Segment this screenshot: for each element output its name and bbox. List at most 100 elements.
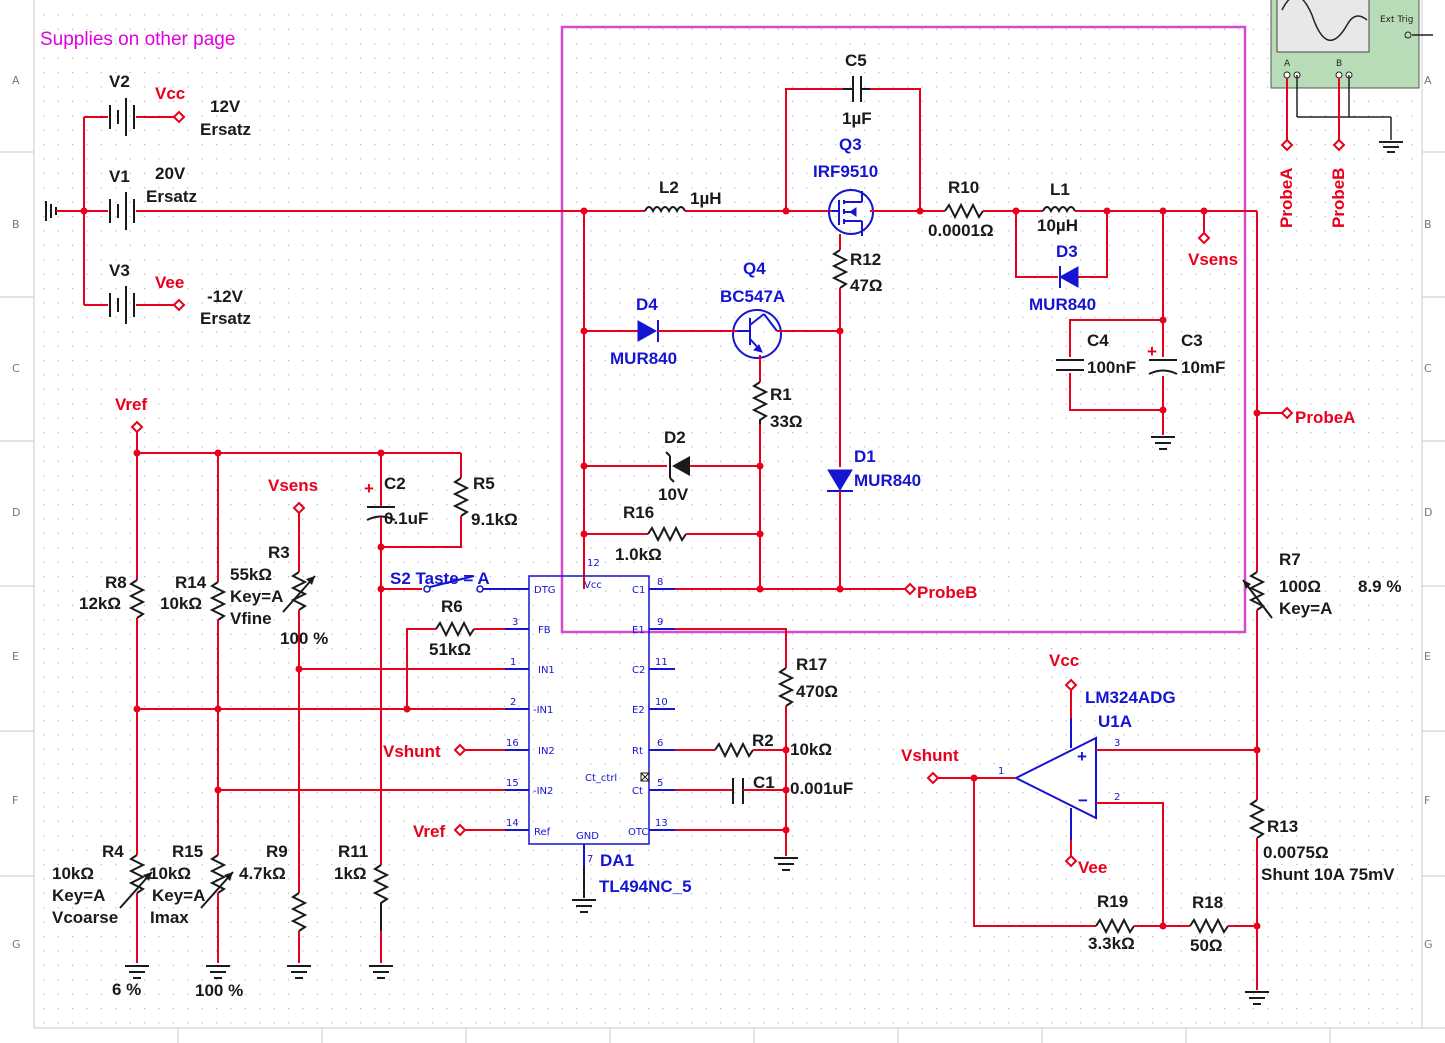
power-stage: L2 1µH C5 1µF Q3 IRF9510 R10 [580, 51, 1257, 602]
c3-value: 10mF [1181, 358, 1225, 377]
r6-ref: R6 [441, 597, 463, 616]
row-label-b: B [12, 218, 20, 231]
resistor-r2-icon [714, 741, 754, 759]
pin-vcc: Vcc [584, 580, 602, 591]
r4-key: Key=A [52, 886, 105, 905]
pin-e1: E1 [632, 625, 645, 636]
row-label-d-right: D [1424, 506, 1432, 519]
r10-ref: R10 [948, 178, 979, 197]
resistor-r10-icon [944, 202, 984, 220]
r12-ref: R12 [850, 250, 881, 269]
row-labels: A B C D E F G A B C D E F G [12, 74, 1433, 951]
pin-ct: Ct [632, 786, 643, 797]
row-label-e-right: E [1424, 650, 1431, 663]
pin-gnd: GND [576, 831, 599, 842]
r15-value: 10kΩ [149, 864, 191, 883]
potentiometer-r4-icon [128, 854, 146, 894]
resistor-r13-icon [1248, 799, 1266, 839]
v3-ref: V3 [109, 261, 130, 280]
v3-value: -12V [207, 287, 244, 306]
pin-nin2: -IN2 [533, 786, 553, 797]
power-stage-box[interactable] [560, 25, 1247, 634]
v1-value: 20V [155, 164, 186, 183]
u1a-model: LM324ADG [1085, 688, 1176, 707]
svg-text:5: 5 [657, 778, 663, 789]
vshunt-net-label-input: Vshunt [383, 742, 441, 761]
svg-text:14: 14 [506, 818, 519, 829]
scope-ext-trig: Ext Trig [1380, 15, 1414, 25]
pin-e2: E2 [632, 705, 645, 716]
svg-text:1: 1 [510, 657, 516, 668]
svg-text:+: + [1077, 747, 1087, 766]
d2-ref: D2 [664, 428, 686, 447]
svg-text:8: 8 [657, 577, 663, 588]
vshunt-net-label-output: Vshunt [901, 746, 959, 765]
svg-text:9: 9 [657, 617, 663, 628]
tl494-ic: 12 DTG Vcc C1 FB E1 IN1 C2 -IN1 E2 IN2 R… [505, 558, 692, 913]
r11-ref: R11 [338, 842, 368, 861]
ground-r9-icon [287, 965, 311, 979]
r18-value: 50Ω [1190, 936, 1223, 955]
row-label-f: F [12, 794, 18, 807]
svg-text:16: 16 [506, 738, 519, 749]
r7-value: 100Ω [1279, 577, 1321, 596]
l1-ref: L1 [1050, 180, 1070, 199]
pin-in2: IN2 [538, 746, 555, 757]
pin-fb: FB [538, 625, 551, 636]
resistor-r14-icon [209, 581, 227, 621]
r10-value: 0.0001Ω [928, 221, 994, 240]
svg-text:3: 3 [512, 617, 518, 628]
resistor-r19-icon [1095, 917, 1135, 935]
dot-grid [34, 8, 1422, 1028]
d1-model: MUR840 [854, 471, 921, 490]
row-label-c: C [12, 362, 20, 375]
battery-v2-icon [109, 98, 135, 136]
timing-section: R17 470Ω R2 10kΩ C1 0.001uF [675, 628, 853, 871]
c5-ref: C5 [845, 51, 867, 70]
c3-polarity-icon: + [1147, 342, 1157, 361]
r16-ref: R16 [623, 503, 654, 522]
svg-text:7: 7 [587, 854, 593, 865]
pin-c1: C1 [632, 585, 645, 596]
oscilloscope-instrument[interactable]: Ext Trig A B ProbeA ProbeB [1270, 0, 1433, 228]
r4-name: Vcoarse [52, 908, 118, 927]
r12-value: 47Ω [850, 276, 883, 295]
row-label-a-right: A [1424, 74, 1432, 87]
capacitor-c5-icon [843, 76, 870, 102]
da1-model: TL494NC_5 [599, 877, 692, 896]
resistor-r11-icon [372, 864, 390, 931]
opamp-u1a-icon [1013, 736, 1097, 820]
vsens-net-label-input: Vsens [268, 476, 318, 495]
r19-ref: R19 [1097, 892, 1128, 911]
q4-ref: Q4 [743, 259, 766, 278]
pin-in1: IN1 [538, 665, 555, 676]
l2-ref: L2 [659, 178, 679, 197]
d3-ref: D3 [1056, 242, 1078, 261]
resistor-r9-icon [290, 892, 308, 932]
c5-value: 1µF [842, 109, 872, 128]
battery-v3-icon [109, 286, 135, 324]
r14-ref: R14 [175, 573, 207, 592]
r3-setting: 100 % [280, 629, 328, 648]
r7-setting: 8.9 % [1358, 577, 1401, 596]
v2-ref: V2 [109, 72, 130, 91]
c3-ref: C3 [1181, 331, 1203, 350]
scope-waveform-icon [1281, 0, 1368, 42]
c1-value: 0.001uF [790, 779, 853, 798]
diode-d3-icon [1058, 266, 1079, 288]
svg-text:2: 2 [510, 697, 516, 708]
r13-note: Shunt 10A 75mV [1261, 865, 1395, 884]
probeb-scope-label: ProbeB [1329, 168, 1348, 228]
scope-channel-a: A [1284, 59, 1291, 69]
r7-key: Key=A [1279, 599, 1332, 618]
svg-text:1: 1 [998, 766, 1004, 777]
r17-value: 470Ω [796, 682, 838, 701]
v2-model: Ersatz [200, 120, 251, 139]
pin-ref: Ref [534, 827, 551, 838]
resistor-r12-icon [831, 249, 849, 289]
row-label-d: D [12, 506, 20, 519]
pin-otc: OTC [628, 827, 648, 838]
row-label-g-right: G [1424, 938, 1433, 951]
r2-value: 10kΩ [790, 740, 832, 759]
